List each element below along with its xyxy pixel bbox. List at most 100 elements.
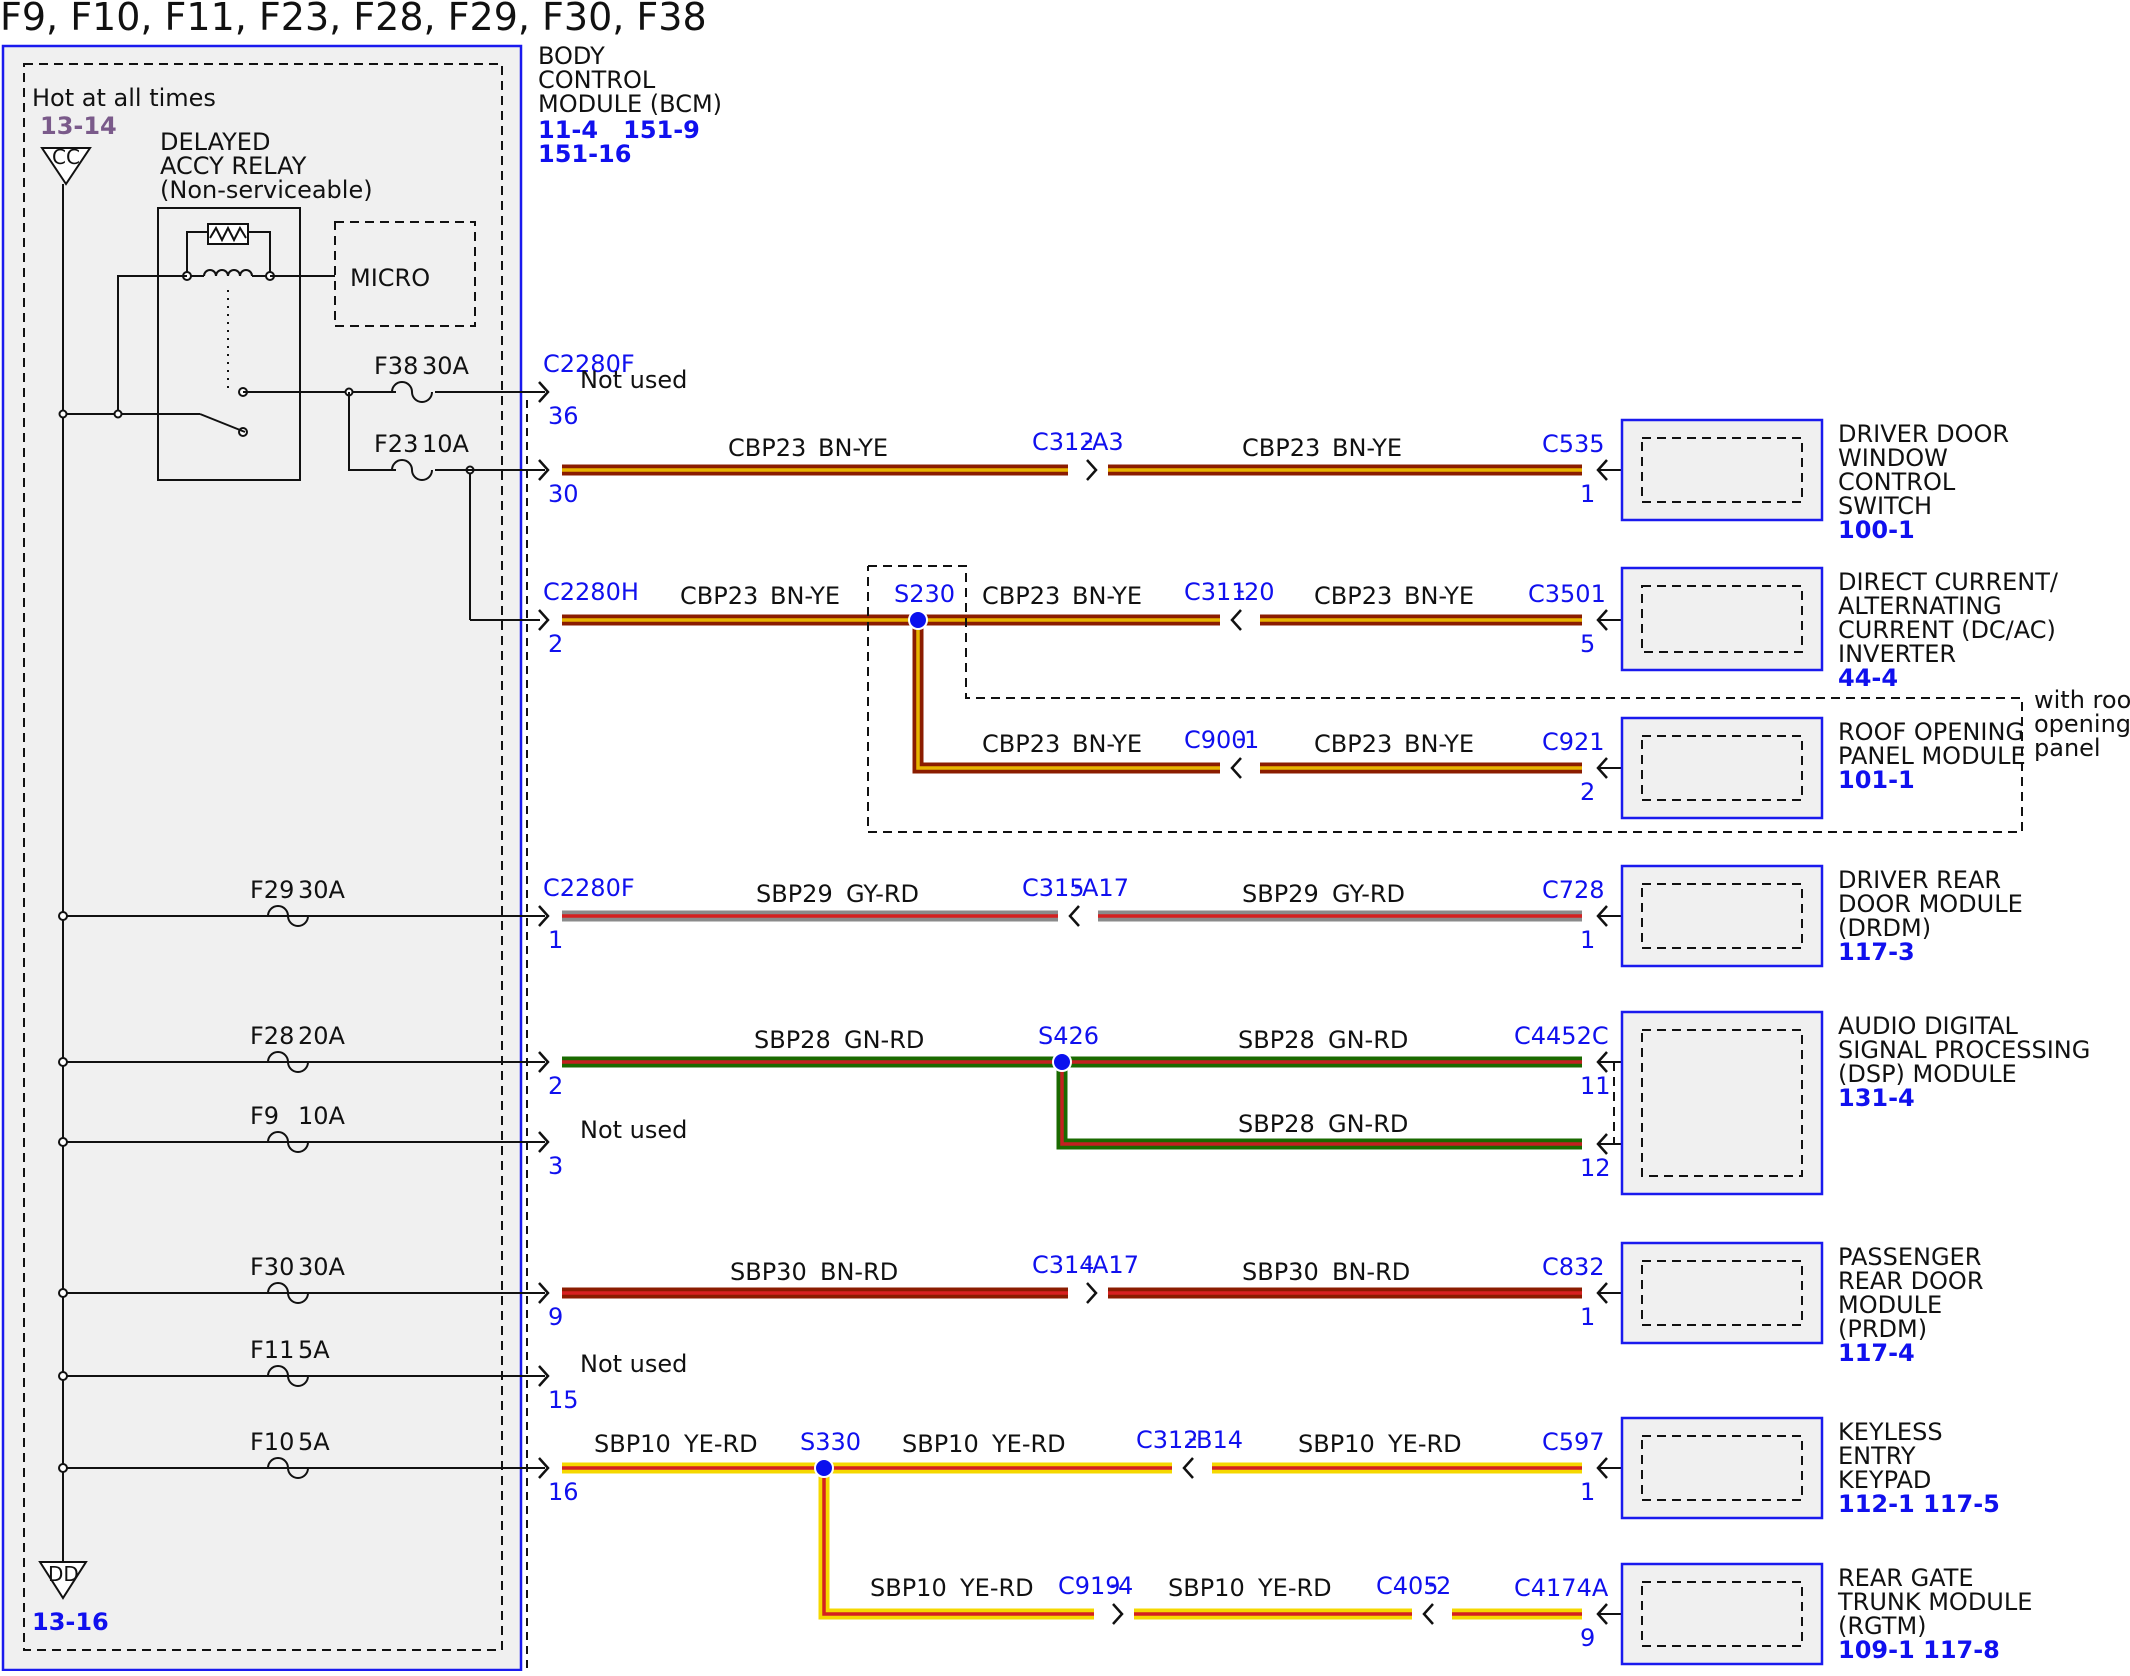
module-name-line: AUDIO DIGITAL [1838, 1012, 2019, 1040]
cc-label: CC [52, 145, 80, 169]
module-name-line: KEYPAD [1838, 1466, 1931, 1494]
bcm-name-line-3: MODULE (BCM) [538, 90, 722, 118]
dd-terminal-icon [38, 1561, 88, 1600]
inline-connector-arrow-icon [1182, 1457, 1194, 1479]
module-name-line: (DSP) MODULE [1838, 1060, 2017, 1088]
bcm-box [1, 44, 523, 1672]
module-inner-dashed [1641, 585, 1803, 653]
inline-connector-pin: A17 [1092, 1251, 1139, 1279]
module-name-line: (PRDM) [1838, 1315, 1927, 1343]
module-ref-link[interactable]: 109-1 117-8 [1838, 1636, 2000, 1664]
wire-sbp28-b-inner [1060, 1062, 1582, 1146]
inline-connector-arrow-icon [1422, 1603, 1434, 1625]
bcm-inner-dashed [23, 63, 503, 1651]
module-ref-link[interactable]: 117-4 [1838, 1339, 1915, 1367]
module-connector-name[interactable]: C4174A [1514, 1574, 1609, 1602]
page-title: F9, F10, F11, F23, F28, F29, F30, F38 [0, 0, 707, 39]
module-pin-number: 1 [1580, 926, 1595, 954]
inline-connector-dash: - [1188, 1424, 1197, 1452]
module-ref-link[interactable]: 100-1 [1838, 516, 1915, 544]
junction-dot [58, 1463, 68, 1473]
relay-resistor-icon [207, 223, 249, 245]
module-ref-link[interactable]: 112-1 117-5 [1838, 1490, 2000, 1518]
module-ref-link[interactable]: 44-4 [1838, 664, 1898, 692]
inline-connector-name[interactable]: C405 [1376, 1572, 1439, 1600]
module-pin-number: 2 [1580, 778, 1595, 806]
bcm-ref-line-2: 151-16 [538, 140, 631, 168]
module-box [1620, 1010, 1824, 1196]
fuse-icon [391, 459, 433, 481]
wire-cbp23-f-outer [912, 620, 1220, 774]
module-ref-link[interactable]: 131-4 [1838, 1084, 1915, 1112]
fuse-rating: 5A [298, 1428, 330, 1456]
wire-color-label: BN-YE [818, 434, 888, 462]
fuse-icon [391, 381, 433, 403]
relay-label-3: (Non-serviceable) [160, 176, 373, 204]
module-name-line: (RGTM) [1838, 1612, 1927, 1640]
wire-color-label: YE-RD [1257, 1574, 1332, 1602]
module-name-line: KEYLESS [1838, 1418, 1943, 1446]
dd-ref-link[interactable]: 13-16 [32, 1608, 109, 1636]
splice-dot [814, 1458, 834, 1478]
module-name-line: DRIVER REAR [1838, 866, 2001, 894]
module-name-line: SIGNAL PROCESSING [1838, 1036, 2090, 1064]
bcm-pin-arrow-icon [538, 1282, 550, 1304]
module-name-line: TRUNK MODULE [1837, 1588, 2032, 1616]
wire-circuit-label: SBP28 [1238, 1026, 1315, 1054]
fuse-rating: 10A [298, 1102, 346, 1130]
module-pin-number: 11 [1580, 1072, 1611, 1100]
module-connector-name[interactable]: C728 [1542, 876, 1605, 904]
wire-circuit-label: SBP10 [1168, 1574, 1245, 1602]
module-inner-dashed [1641, 437, 1803, 503]
bcm-pin-number: 36 [548, 402, 579, 430]
module-ref-link[interactable]: 101-1 [1838, 766, 1915, 794]
hot-ref-link[interactable]: 13-14 [40, 112, 117, 140]
inline-connector-arrow-icon [1230, 609, 1242, 631]
bcm-connector-name[interactable]: C2280F [543, 874, 635, 902]
junction-dot [58, 1288, 68, 1298]
wire-color-label: BN-RD [820, 1258, 898, 1286]
inline-connector-arrow-icon [1230, 757, 1242, 779]
module-ref-link[interactable]: 117-3 [1838, 938, 1915, 966]
inline-connector-name[interactable]: C312 [1136, 1426, 1199, 1454]
module-connector-name[interactable]: C832 [1542, 1253, 1605, 1281]
not-used-label: Not used [580, 1350, 687, 1378]
inline-connector-arrow-icon [1112, 1603, 1124, 1625]
module-inner-dashed [1641, 883, 1803, 949]
fuse-rating: 30A [298, 876, 346, 904]
bcm-connector-name[interactable]: C2280F [543, 350, 635, 378]
bcm-connector-name[interactable]: C2280H [543, 578, 639, 606]
module-name-line: WINDOW [1838, 444, 1948, 472]
inline-connector-name[interactable]: C314 [1032, 1251, 1095, 1279]
option-note-line-2: opening [2034, 710, 2130, 738]
bcm-ref-line-1: 11-4 151-9 [538, 116, 700, 144]
module-connector-name[interactable]: C535 [1542, 430, 1605, 458]
module-connector-name[interactable]: C921 [1542, 728, 1605, 756]
wire-color-label: GN-RD [844, 1026, 924, 1054]
fuse-rating: 20A [298, 1022, 346, 1050]
wire-sbp10-c-inner [822, 1468, 1094, 1616]
inline-connector-name[interactable]: C900 [1184, 726, 1247, 754]
module-connector-name[interactable]: C597 [1542, 1428, 1605, 1456]
bcm-name-line-1: BODY [538, 42, 605, 70]
inline-connector-name[interactable]: C311 [1184, 578, 1247, 606]
micro-box [334, 221, 476, 327]
bcm-pin-arrow-icon [538, 609, 550, 631]
fuse-name: F38 [374, 352, 418, 380]
fuse-rating: 5A [298, 1336, 330, 1364]
inline-connector-name[interactable]: C312 [1032, 428, 1095, 456]
inline-connector-pin: A3 [1092, 428, 1124, 456]
inline-connector-name[interactable]: C315 [1022, 874, 1085, 902]
bcm-pin-number: 16 [548, 1478, 579, 1506]
bcm-pin-arrow-icon [538, 1365, 550, 1387]
module-connector-name[interactable]: C3501 [1528, 580, 1606, 608]
wire-color-label: YE-RD [1387, 1430, 1462, 1458]
module-connector-name[interactable]: C4452C [1514, 1022, 1609, 1050]
inline-connector-name[interactable]: C919 [1058, 1572, 1121, 1600]
module-name-line: REAR DOOR [1838, 1267, 1984, 1295]
wire-circuit-label: SBP30 [1242, 1258, 1319, 1286]
cc-terminal-icon [40, 147, 92, 186]
inline-connector-arrow-icon [1068, 905, 1080, 927]
wire-cbp23-f-inner [916, 620, 1220, 770]
